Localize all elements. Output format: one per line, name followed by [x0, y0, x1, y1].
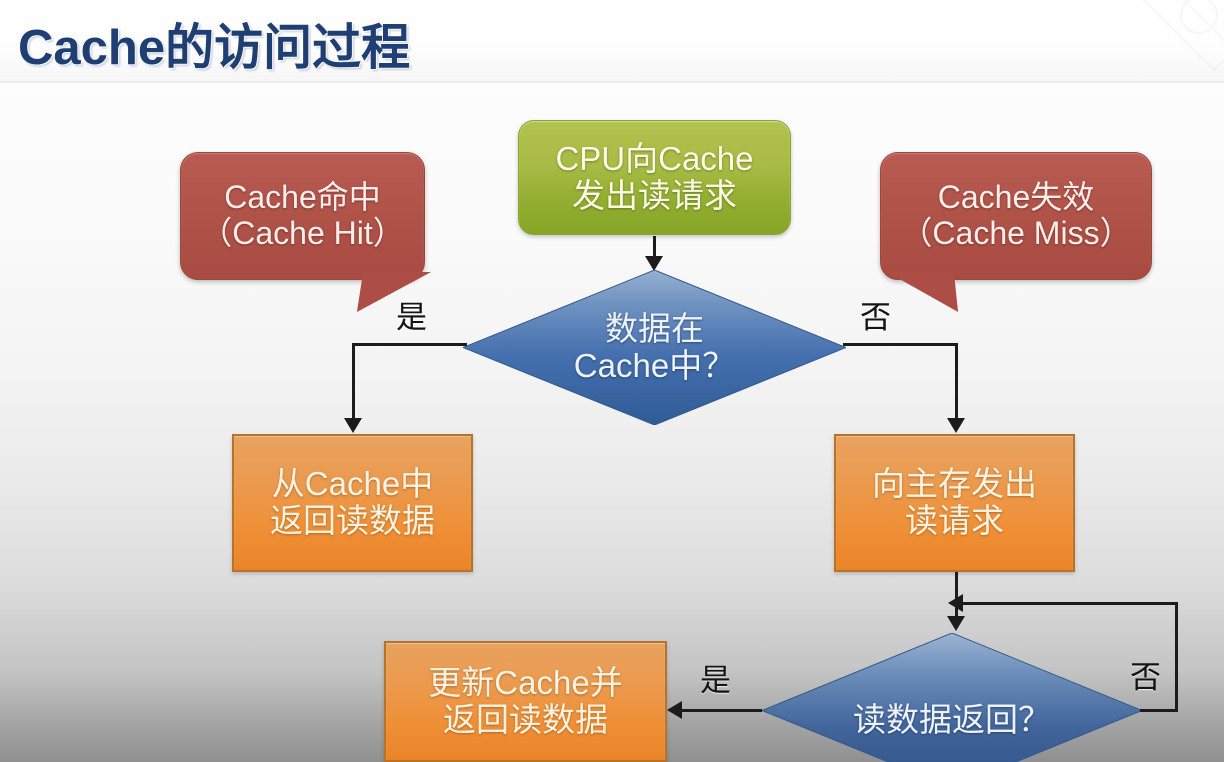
diamond-shape-icon [463, 270, 846, 425]
connector-returned-no-right [1140, 709, 1178, 712]
node-request-main-memory-label: 向主存发出 读请求 [872, 465, 1037, 539]
page-title: Cache的访问过程 [18, 21, 411, 75]
node-read-from-cache[interactable]: 从Cache中 返回读数据 [232, 434, 473, 572]
callout-cache-hit-label: Cache命中 （Cache Hit） [200, 179, 405, 251]
arrowhead-main-memory-to-decision [947, 616, 965, 631]
arrowhead-returned-yes-to-update-cache [667, 701, 682, 719]
branch-label-returned-no: 否 [1130, 660, 1161, 695]
node-cpu-read-request-label: CPU向Cache 发出读请求 [555, 139, 754, 214]
callout-cache-miss: Cache失效 （Cache Miss） [880, 152, 1152, 280]
node-update-cache[interactable]: 更新Cache并 返回读数据 [384, 641, 667, 762]
callout-cache-hit: Cache命中 （Cache Hit） [180, 152, 425, 280]
arrowhead-returned-no-loopback [948, 594, 963, 612]
node-decision-data-returned-label: 读数据返回？ [853, 701, 1051, 739]
connector-no-horizontal [843, 343, 958, 346]
arrowhead-yes-to-read-cache [344, 418, 362, 433]
slide-header: Cache的访问过程 [0, 0, 1224, 83]
branch-label-hit-yes: 是 [396, 300, 427, 335]
node-update-cache-label: 更新Cache并 返回读数据 [428, 663, 623, 738]
connector-returned-yes [682, 709, 762, 712]
arrowhead-cpu-to-decision [645, 256, 663, 271]
node-read-from-cache-label: 从Cache中 返回读数据 [270, 465, 435, 539]
node-decision-data-in-cache[interactable]: 数据在 Cache中？ [463, 270, 846, 425]
connector-returned-no-vertical [1175, 602, 1178, 712]
branch-label-miss-no: 否 [860, 300, 891, 335]
node-request-main-memory[interactable]: 向主存发出 读请求 [834, 434, 1075, 572]
connector-returned-no-top [962, 602, 1178, 605]
connector-no-vertical [955, 343, 958, 421]
diamond-shape-icon [762, 633, 1142, 762]
callout-cache-miss-label: Cache失效 （Cache Miss） [900, 179, 1132, 251]
connector-cpu-to-decision [653, 236, 656, 258]
connector-yes-horizontal [352, 343, 467, 346]
arrowhead-no-to-main-memory [947, 418, 965, 433]
node-decision-data-in-cache-label: 数据在 Cache中？ [573, 309, 736, 384]
node-cpu-read-request[interactable]: CPU向Cache 发出读请求 [518, 120, 791, 235]
node-decision-data-returned[interactable]: 读数据返回？ [762, 633, 1142, 762]
branch-label-returned-yes: 是 [700, 663, 731, 698]
connector-yes-vertical [352, 343, 355, 421]
